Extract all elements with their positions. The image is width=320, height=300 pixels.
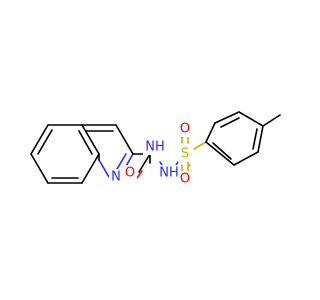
double-bond-inner (37, 129, 53, 155)
bond (205, 141, 235, 166)
bond (81, 124, 100, 155)
double-bond-inner (220, 117, 240, 128)
double-bond-inner (116, 153, 127, 170)
molecule-canvas: N O NH NH S O O (30, 111, 281, 187)
bond (115, 124, 134, 155)
bond (257, 125, 264, 153)
quinoline-benzo-ring (30, 124, 100, 184)
structure-drawing: N O NH NH S O O (30, 111, 281, 187)
bond (238, 111, 264, 127)
amide-nh-label: NH (145, 140, 165, 155)
bond (138, 153, 151, 173)
double-bond-inner (252, 128, 258, 150)
label-background (109, 169, 123, 185)
label-background (157, 165, 181, 181)
label-background (123, 165, 137, 181)
sulfonyl-oxygen-top-label: O (180, 122, 190, 137)
bond (233, 151, 259, 166)
atom-labels: N O NH NH S O O (109, 121, 192, 187)
label-background (178, 171, 192, 187)
bond (30, 153, 49, 184)
methyl-bond (262, 114, 281, 127)
tolyl-ring (205, 111, 281, 166)
label-background (143, 139, 167, 155)
bond (81, 153, 100, 184)
quinoline-pyridine-ring (81, 124, 134, 178)
sulfonamide-nh-label: NH (159, 166, 179, 181)
bond (193, 141, 207, 150)
bond (205, 122, 216, 143)
label-background (178, 121, 192, 137)
sulfur-label: S (181, 147, 189, 162)
sulfonyl-oxygen-bottom-label: O (180, 172, 190, 187)
bond (98, 159, 110, 178)
bond (214, 111, 240, 124)
label-background (178, 146, 192, 162)
bond (30, 124, 49, 155)
carbonyl-bond (136, 170, 143, 179)
carbonyl-oxygen-label: O (125, 166, 135, 181)
quinoline-nitrogen-label: N (111, 170, 121, 185)
double-bond-inner (212, 142, 232, 160)
double-bond-inner (78, 130, 93, 155)
